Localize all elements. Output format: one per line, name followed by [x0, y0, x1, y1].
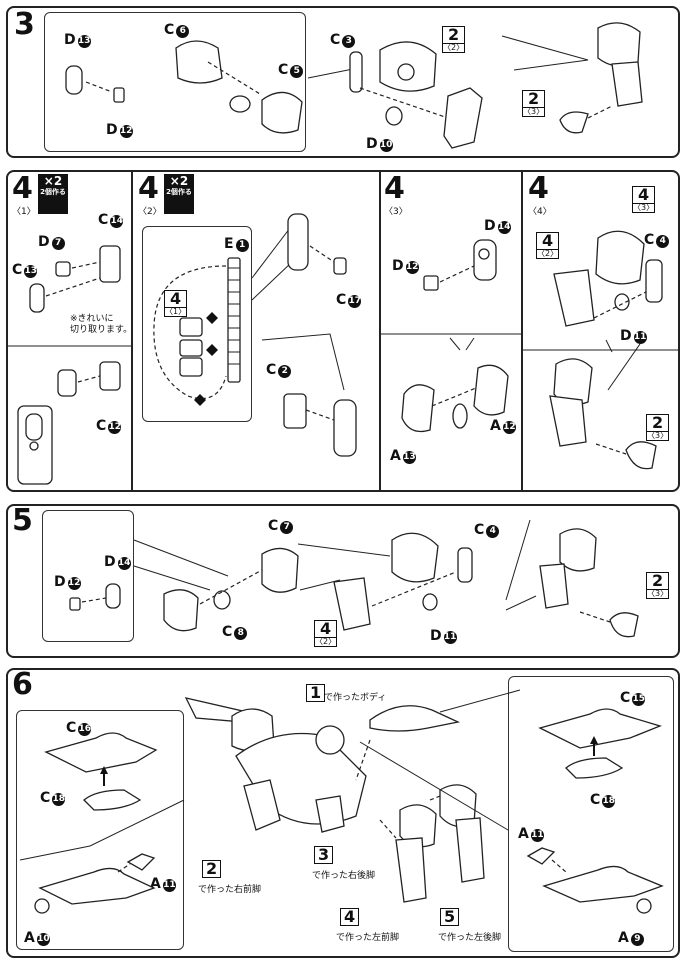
step-4-2-inset: [142, 226, 252, 422]
ref-leg-2: 2: [202, 860, 222, 878]
step-6-right-inset: [508, 676, 674, 952]
step-4-3-sub: 〈3〉: [384, 207, 408, 217]
ref-2-2: 2〈2〉: [442, 25, 466, 53]
step-4-2-sub: 〈2〉: [138, 207, 162, 217]
step-4-4-number: 4: [528, 171, 549, 206]
leg-5-text: で作った左後脚: [438, 933, 502, 943]
step-4-4-sub: 〈4〉: [528, 207, 552, 217]
step-3-number: 3: [14, 7, 35, 42]
ref-4-3: 4〈3〉: [632, 185, 656, 213]
ref-leg-5: 5: [440, 908, 460, 926]
step-4-divider-2: [379, 170, 381, 492]
step-3-subpanel: [44, 12, 306, 152]
ref-2-3: 2〈3〉: [522, 89, 546, 117]
leg-4-text: で作った左前脚: [336, 933, 400, 943]
ref-body-1: 1: [306, 684, 326, 702]
step-4-1-note: ※きれいに 切り取ります。: [70, 314, 133, 335]
ref-2-3-c: 2〈3〉: [646, 571, 670, 599]
ref-4-2-a: 4〈2〉: [536, 231, 560, 259]
ref-2-3-b: 2〈3〉: [646, 413, 670, 441]
step-6-left-inset: [16, 710, 184, 950]
step-5-panel: [6, 504, 680, 658]
step-5-subpanel: [42, 510, 134, 642]
step-5-number: 5: [12, 503, 33, 538]
step-3-illustration: [65, 22, 643, 149]
ref-4-2-b: 4〈2〉: [314, 619, 338, 647]
ref-leg-4: 4: [340, 908, 360, 926]
body-ref-text: で作ったボディ: [324, 693, 387, 703]
leg-3-text: で作った右後脚: [312, 871, 376, 881]
step-6-number: 6: [12, 667, 33, 702]
step-4-divider-3: [521, 170, 523, 492]
ref-leg-3: 3: [314, 846, 334, 864]
step-4-2-number: 4: [138, 171, 159, 206]
step-4-1-sub: 〈1〉: [12, 207, 36, 217]
step-4-3-number: 4: [384, 171, 405, 206]
step-4-illustration: [8, 213, 680, 485]
leg-2-text: で作った右前脚: [198, 885, 262, 895]
step-4-divider-1: [131, 170, 133, 492]
step-4-1-number: 4: [12, 171, 33, 206]
ref-4-1: 4〈1〉: [164, 289, 188, 317]
